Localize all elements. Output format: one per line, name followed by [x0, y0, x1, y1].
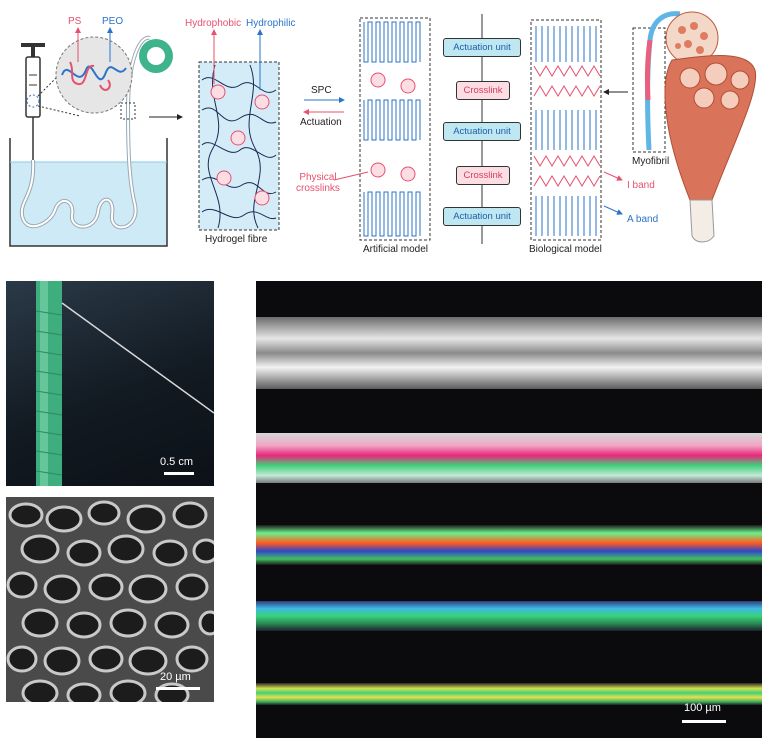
hydrogel-fibre-block	[199, 30, 279, 230]
peo-label: PEO	[102, 16, 123, 27]
fibre-scale-label: 0.5 cm	[160, 456, 193, 468]
schematic-graphics	[0, 0, 768, 270]
polymer-zoom-circle	[38, 28, 132, 116]
hydrophilic-label: Hydrophilic	[246, 18, 295, 29]
muscle-icon	[665, 12, 756, 242]
syringe-icon	[21, 43, 45, 160]
actuation-unit-box: Actuation unit	[443, 38, 521, 57]
micro-scale-bar	[682, 720, 726, 723]
sem-scale-bar	[156, 687, 200, 690]
hydrogel-fibre-label: Hydrogel fibre	[205, 234, 267, 245]
sem-photo: 20 µm	[6, 497, 214, 702]
artificial-model	[334, 18, 430, 240]
biological-model	[531, 20, 622, 240]
actuation-label: Actuation	[300, 117, 342, 128]
artificial-model-label: Artificial model	[363, 244, 428, 255]
actuation-unit-box: Actuation unit	[443, 207, 521, 226]
a-band-label: A band	[627, 214, 658, 225]
micro-scale-label: 100 µm	[684, 702, 721, 714]
biological-model-label: Biological model	[529, 244, 602, 255]
i-band-label: I band	[627, 180, 655, 191]
spc-label: SPC	[311, 85, 332, 96]
sem-scale-label: 20 µm	[160, 671, 191, 683]
micrograph-photo: 100 µm	[256, 281, 762, 738]
fibre-photo: 0.5 cm	[6, 281, 214, 486]
crosslink-box: Crosslink	[456, 166, 510, 185]
ps-label: PS	[68, 16, 81, 27]
myofibril-label: Myofibril	[632, 156, 669, 167]
hydrophobic-label: Hydrophobic	[185, 18, 241, 29]
actuation-unit-box: Actuation unit	[443, 122, 521, 141]
physical-crosslinks-label: Physical crosslinks	[296, 172, 340, 194]
fibre-scale-bar	[164, 472, 194, 475]
fibre-cross-section-icon	[139, 39, 173, 73]
crosslink-box: Crosslink	[456, 81, 510, 100]
